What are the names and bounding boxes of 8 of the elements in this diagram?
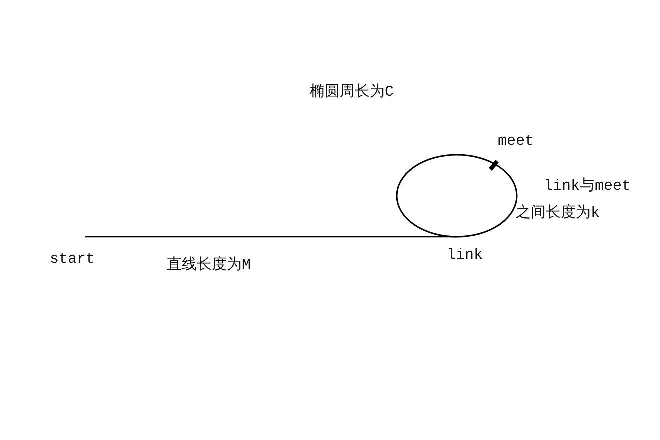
line xyxy=(85,236,457,238)
text-label: 椭圆周长为C xyxy=(310,84,394,102)
ellipse xyxy=(396,154,518,238)
text-label: start xyxy=(50,251,96,269)
point-label: link xyxy=(447,247,484,265)
text-label: 直线长度为M xyxy=(167,257,252,275)
text-label: link与meet之间长度为k xyxy=(516,176,632,224)
text-label: meet xyxy=(498,133,534,151)
